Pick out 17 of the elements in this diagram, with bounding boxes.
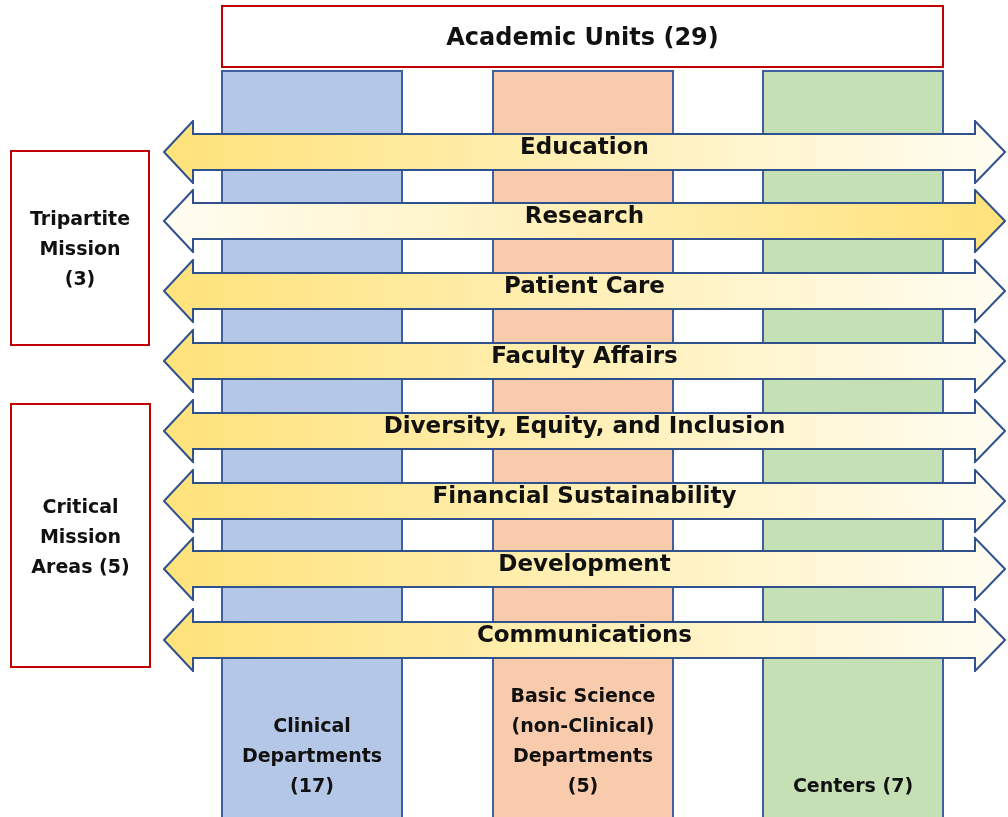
header-box — [221, 5, 944, 68]
arrow-label: Faculty Affairs — [490, 341, 679, 370]
header-label: Academic Units (29) — [446, 22, 719, 51]
group-label: Tripartite Mission (3) — [28, 206, 132, 291]
column-label: Basic Science (non-Clinical) Departments (5) — [509, 683, 657, 798]
group-box — [10, 403, 151, 668]
arrow-label: Development — [497, 549, 672, 578]
arrow-label: Education — [519, 132, 650, 161]
column-label: Clinical Departments (17) — [240, 713, 384, 798]
arrow-label: Patient Care — [503, 271, 666, 300]
group-box — [10, 150, 150, 346]
arrow-label: Research — [523, 201, 646, 230]
arrow-label: Diversity, Equity, and Inclusion — [382, 411, 787, 440]
arrow-label: Financial Sustainability — [431, 481, 738, 510]
arrow-label: Communications — [475, 620, 694, 649]
group-label: Critical Mission Areas (5) — [30, 493, 131, 579]
column-label: Centers (7) — [792, 773, 914, 798]
